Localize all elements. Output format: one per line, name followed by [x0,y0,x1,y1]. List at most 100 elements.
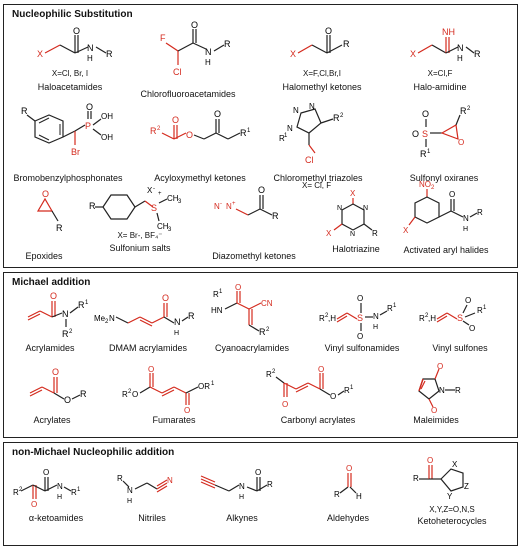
svg-text:1: 1 [219,289,223,295]
svg-text:+: + [232,201,236,207]
halomethyl-ketone-structure: X O R [290,26,350,59]
haloacetamides-card: X O N H R X=Cl, Br, I Haloacetamides [10,26,130,93]
ketoheterocycles-card: R O X Y Z X,Y,Z=O,N,S Ketoheterocycles [392,455,512,527]
compound-label: Halotriazine [332,244,380,254]
svg-text:R: R [21,106,28,116]
svg-text:N: N [109,314,115,323]
svg-text:Z: Z [464,482,469,491]
compound-label: Activated aryl halides [403,245,489,255]
svg-text:O: O [50,291,57,301]
svg-text:R: R [334,490,340,499]
michael-addition-panel: Michael addition O N R 1 R 2 Acrylamides… [3,272,518,438]
compound-label: Diazomethyl ketones [212,251,296,261]
svg-text:R: R [117,474,123,483]
svg-text:O: O [235,283,241,292]
compound-label: Halomethyl ketones [282,82,362,92]
svg-text:O: O [186,130,193,140]
acyloxymethyl-ketone-structure: R 2 O O O R 1 [150,109,251,140]
svg-text:H: H [205,58,211,67]
svg-text:O: O [42,189,49,199]
svg-text:O: O [214,109,221,119]
svg-text:X: X [147,186,153,195]
svg-text:O: O [325,26,332,36]
dmam-acrylamides-card: Me 2 N O N H R DMAM acrylamides [88,291,208,354]
svg-text:O: O [86,102,93,112]
halo-amidine-structure: X NH N H R [410,27,481,63]
svg-text:R: R [387,304,393,313]
svg-text:H: H [127,498,132,505]
svg-text:N: N [373,312,379,321]
compound-label: DMAM acrylamides [108,343,187,353]
svg-text:R: R [279,134,285,143]
compound-label: Alkynes [226,513,258,523]
svg-text:R: R [344,386,350,395]
svg-text:1: 1 [350,385,354,391]
svg-text:OH: OH [101,112,113,121]
svg-text:1: 1 [211,381,215,387]
svg-text:1: 1 [284,133,288,139]
svg-text:S: S [357,313,363,323]
heteroatom-note: X,Y,Z=O,N,S [429,505,475,514]
svg-text:O: O [458,138,464,147]
svg-text:O: O [191,20,198,30]
svg-text:R: R [89,201,96,211]
svg-text:R: R [474,49,481,59]
svg-text:-: - [220,201,222,207]
compound-label: Acrylates [33,415,71,425]
svg-text:O: O [184,406,190,415]
svg-text:NH: NH [442,27,455,37]
svg-text:2: 2 [19,487,23,493]
vinyl-sulfonamides-card: R 2 ,H S O O N H R 1 Vinyl sulfonamides [302,291,422,354]
svg-text:R: R [343,39,350,49]
compound-label: Halo-amidine [413,82,467,92]
svg-text:N: N [174,317,181,327]
vinyl-sulfone-structure: R 2 ,H S O O R 1 [419,296,487,333]
carbonyl-acrylate-structure: R 2 O O O R 1 [266,365,354,409]
svg-text:+: + [158,191,162,197]
svg-text:R: R [267,480,273,489]
svg-text:N: N [205,47,212,57]
compound-label: Ketoheterocycles [417,516,487,526]
maleimide-structure: O O N R [418,362,461,415]
svg-text:2: 2 [128,389,132,395]
compound-label: Cyanoacrylamides [214,343,290,353]
svg-text:X: X [403,226,409,235]
svg-text:R: R [240,128,247,138]
svg-text:2: 2 [431,185,435,191]
svg-text:N: N [57,482,63,491]
svg-text:2: 2 [425,313,429,319]
svg-text:R: R [122,390,128,399]
compound-label: Acyloxymethyl ketones [154,173,246,183]
svg-text:R: R [455,386,461,395]
svg-text:N: N [127,486,133,495]
svg-text:P: P [85,121,91,131]
cyanoacrylamides-card: R 1 HN O CN R 2 Cyanoacrylamides [192,283,312,354]
compound-label: Haloacetamides [37,82,103,92]
svg-text:O: O [52,367,59,377]
svg-text:X: X [37,49,43,59]
svg-text:2: 2 [157,126,161,132]
svg-text:R: R [150,126,157,136]
svg-text:N: N [363,205,368,212]
svg-text:R: R [71,488,77,497]
svg-text:R: R [259,327,266,337]
compound-label: Vinyl sulfones [432,343,488,353]
bromobenzylphosphonates-card: R Br P O OH OH Bromobenzylphosphonates [8,102,128,184]
svg-text:S: S [457,313,463,323]
svg-text:O: O [422,109,429,119]
svg-text:N: N [214,202,220,211]
compound-label: Carbonyl acrylates [280,415,356,425]
halogen-note: X= Cl, F [302,181,332,190]
svg-text:O: O [162,293,169,303]
svg-text:1: 1 [85,300,89,306]
svg-text:Cl: Cl [305,155,314,165]
compound-label: Sulfonium salts [109,243,171,253]
activated-aryl-halide-structure: NO 2 X O N H R [403,180,483,235]
svg-text:O: O [437,362,443,371]
diazomethyl-ketones-card: N - N + O R Diazomethyl ketones [194,185,314,262]
svg-text:2: 2 [467,106,471,112]
svg-text:R: R [372,229,378,238]
svg-text:3: 3 [178,199,182,205]
svg-text:H: H [87,54,93,63]
svg-text:H: H [174,330,179,337]
